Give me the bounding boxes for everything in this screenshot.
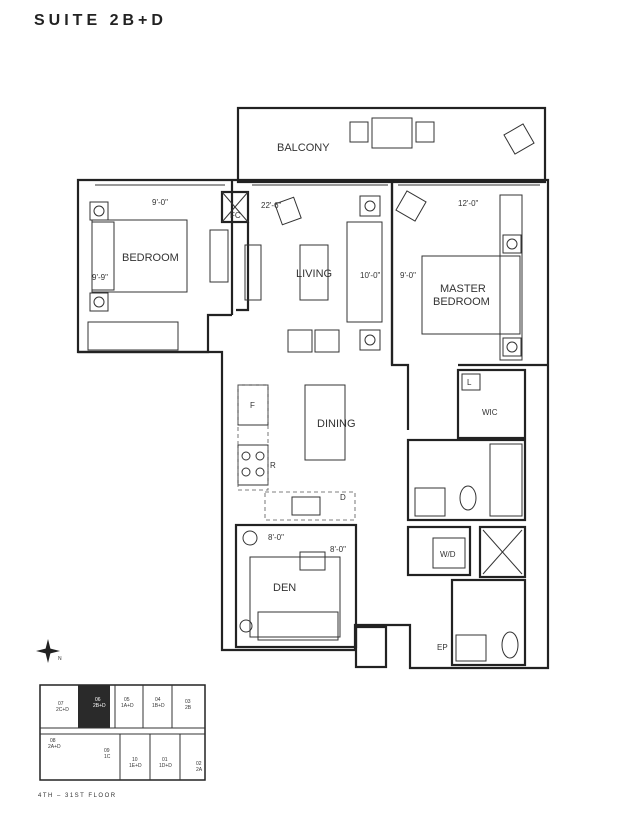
room-label-bedroom: BEDROOM: [122, 252, 179, 264]
key-unit-06-type: 2B+D: [93, 703, 106, 709]
room-label-den: DEN: [273, 582, 296, 594]
room-label-living: LIVING: [296, 268, 332, 280]
dimension-living-width: 22'-6": [261, 201, 282, 210]
room-label-wic: WIC: [482, 408, 498, 417]
key-unit-02-num: 02: [196, 761, 202, 767]
fixture-linen: L: [467, 378, 472, 387]
key-unit-08-type: 2A+D: [48, 744, 61, 750]
key-unit-07-num: 07: [58, 701, 64, 707]
fixture-ep: EP: [437, 643, 448, 652]
key-plan-caption: 4TH – 31ST FLOOR: [38, 793, 117, 799]
baths-laundry: L WIC W/D EP: [414, 373, 523, 662]
key-unit-08-num: 08: [50, 738, 56, 744]
suite-title: SUITE 2B+D: [34, 12, 167, 29]
dimension-den-depth: 8'-0": [330, 545, 346, 554]
fixture-fc: FC: [230, 211, 241, 220]
svg-text:N: N: [58, 656, 62, 662]
key-unit-03-num: 03: [185, 699, 191, 705]
room-label-master-2: BEDROOM: [433, 296, 490, 308]
key-unit-10-num: 10: [132, 757, 138, 763]
key-unit-03-type: 2B: [185, 705, 192, 711]
key-unit-01-type: 1D+D: [159, 763, 172, 769]
room-label-balcony: BALCONY: [277, 142, 330, 154]
key-unit-04-num: 04: [155, 697, 161, 703]
dimension-bedroom-depth: 9'-9": [92, 273, 108, 282]
fixture-dishwasher: D: [340, 493, 346, 502]
dimension-master-width: 12'-0": [458, 199, 479, 208]
room-label-dining: DINING: [317, 418, 356, 430]
dimension-master-depth: 9'-0": [400, 271, 416, 280]
room-label-master-1: MASTER: [440, 283, 486, 295]
key-unit-02-type: 2A: [196, 767, 203, 773]
kitchen-dining: F R D DINING: [237, 384, 356, 521]
dimension-living-depth: 10'-0": [360, 271, 381, 280]
key-unit-06-num: 06: [95, 697, 101, 703]
key-unit-05-num: 05: [124, 697, 130, 703]
living-room: LIVING 22'-6" 10'-0": [244, 195, 383, 353]
den: DEN 8'-0" 8'-0": [239, 530, 346, 641]
key-unit-05-type: 1A+D: [121, 703, 134, 709]
dimension-den-width: 8'-0": [268, 533, 284, 542]
key-unit-09-num: 09: [104, 748, 110, 754]
master-bedroom: MASTER BEDROOM 12'-0" 9'-0": [395, 190, 523, 361]
interior-walls: [78, 180, 548, 669]
key-unit-07-type: 2C+D: [56, 707, 69, 713]
key-plan: 07 2C+D 06 2B+D 05 1A+D 04 1B+D 03 2B 08…: [39, 684, 206, 781]
bedroom: BEDROOM 9'-0" 9'-9" FC: [87, 198, 241, 351]
fixture-range: R: [270, 461, 276, 470]
fixture-washer-dryer: W/D: [440, 550, 456, 559]
key-unit-09-type: 1C: [104, 754, 111, 760]
compass-icon: N: [36, 639, 62, 663]
fixture-fridge: F: [250, 401, 255, 410]
balcony: BALCONY: [236, 106, 547, 184]
key-unit-10-type: 1E+D: [129, 763, 142, 769]
dimension-bedroom-width: 9'-0": [152, 198, 168, 207]
key-unit-01-num: 01: [162, 757, 168, 763]
key-unit-04-type: 1B+D: [152, 703, 165, 709]
